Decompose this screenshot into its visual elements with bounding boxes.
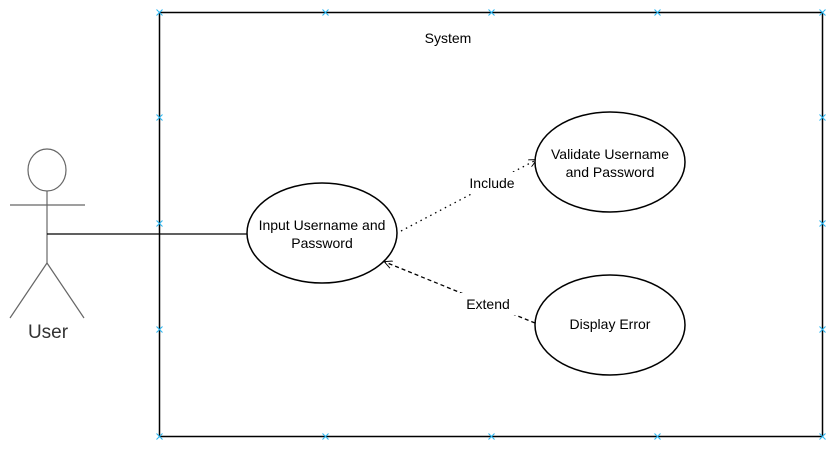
- use-case-input-credentials[interactable]: Input Username and Password: [246, 182, 398, 284]
- handle-icon[interactable]: [322, 9, 329, 16]
- handle-icon[interactable]: [156, 9, 163, 16]
- handle-icon[interactable]: [654, 9, 661, 16]
- handle-icon[interactable]: [819, 9, 826, 16]
- handle-icon[interactable]: [156, 433, 163, 440]
- handle-icon[interactable]: [654, 433, 661, 440]
- include-arrow[interactable]: [400, 160, 536, 232]
- use-case-validate-line2: and Password: [566, 164, 655, 180]
- extend-label: Extend: [466, 296, 510, 312]
- actor-label: User: [28, 322, 69, 343]
- include-label: Include: [469, 175, 514, 191]
- system-label: System: [425, 30, 472, 46]
- stick-figure-icon: [9, 148, 85, 319]
- handle-icon[interactable]: [819, 220, 826, 227]
- handle-icon[interactable]: [819, 326, 826, 333]
- handle-icon[interactable]: [488, 433, 495, 440]
- use-case-input-line2: Password: [291, 235, 352, 251]
- handle-icon[interactable]: [156, 326, 163, 333]
- handle-icon[interactable]: [156, 220, 163, 227]
- handle-icon[interactable]: [819, 433, 826, 440]
- actor-user[interactable]: User: [9, 148, 85, 343]
- handle-icon[interactable]: [488, 9, 495, 16]
- extend-arrow[interactable]: [385, 262, 536, 324]
- handle-icon[interactable]: [819, 114, 826, 121]
- selection-handles[interactable]: [156, 9, 826, 440]
- use-case-display-error[interactable]: Display Error: [534, 274, 686, 376]
- extend-label-bg: [460, 293, 516, 315]
- use-case-validate-line1: Validate Username: [551, 146, 669, 162]
- use-case-input-line1: Input Username and: [259, 217, 386, 233]
- handle-icon[interactable]: [322, 433, 329, 440]
- use-case-validate-credentials[interactable]: Validate Username and Password: [534, 111, 686, 213]
- include-label-bg: [465, 172, 521, 194]
- handle-icon[interactable]: [156, 114, 163, 121]
- use-case-error-label: Display Error: [570, 316, 651, 332]
